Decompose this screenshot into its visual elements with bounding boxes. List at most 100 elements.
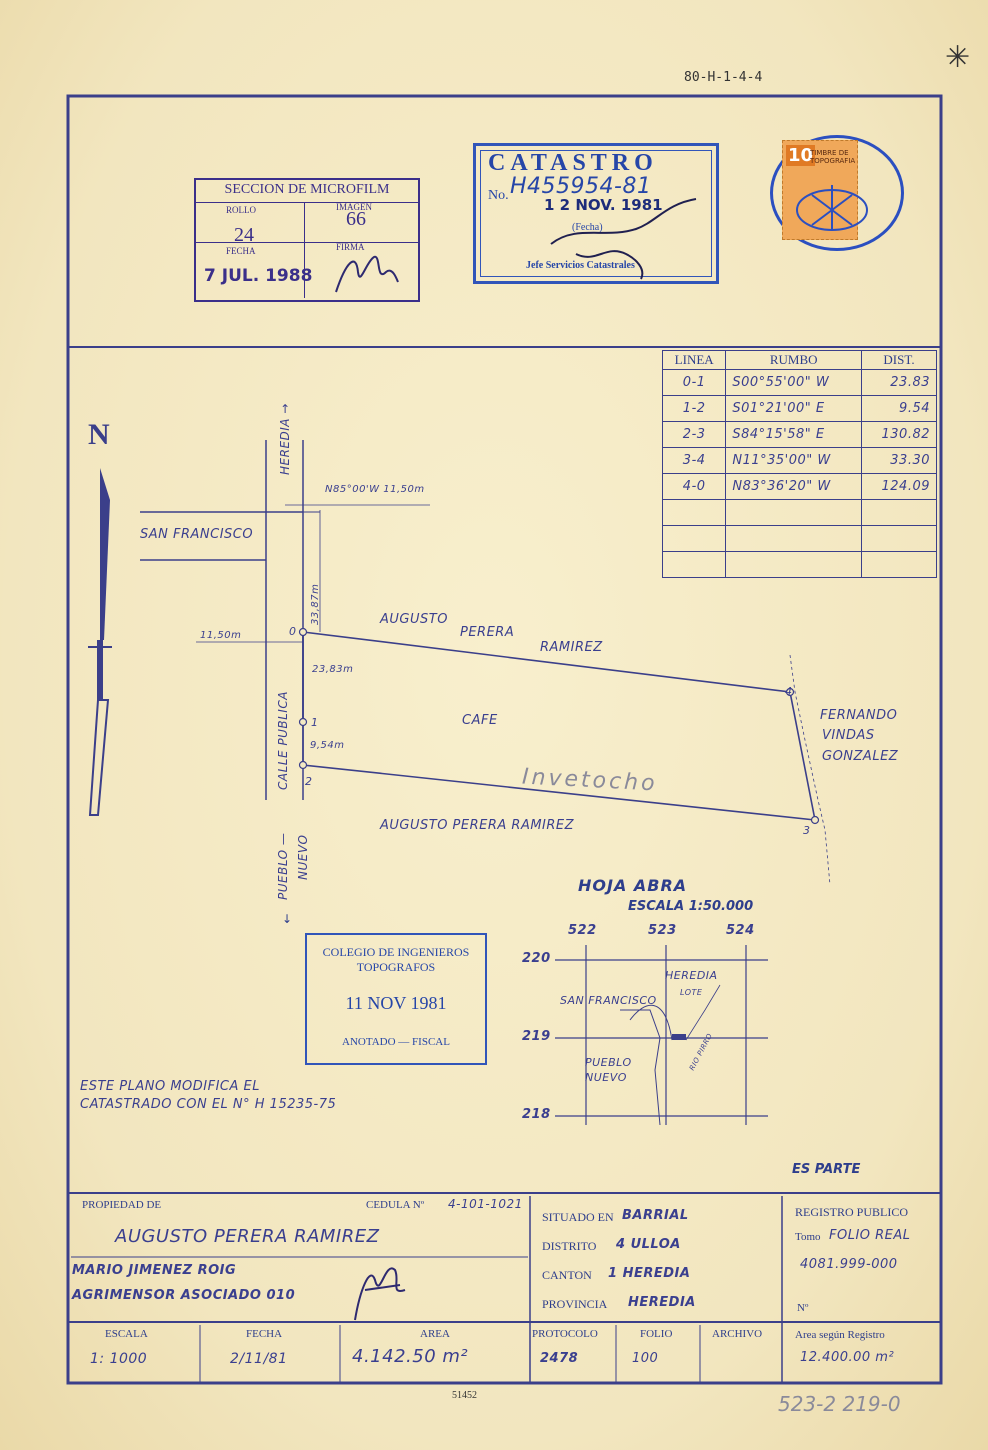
neighbor-east-2: VINDAS: [822, 728, 875, 743]
hoja-x-tick: 524: [726, 923, 755, 938]
hoja-san-francisco: SAN FRANCISCO: [560, 994, 657, 1007]
tomo-value: FOLIO REAL: [829, 1228, 911, 1243]
bearing-value: [725, 525, 863, 552]
owner-north-1: AUGUSTO: [380, 612, 448, 627]
pencil-grid-ref: 523-2 219-0: [778, 1392, 901, 1416]
catastro-date: 1 2 NOV. 1981: [544, 196, 663, 214]
timbre-text: TIMBRE DE TOPOGRAFIA: [810, 149, 856, 165]
hoja-y-tick: 220: [522, 951, 551, 966]
note-line-1: ESTE PLANO MODIFICA EL: [80, 1079, 260, 1094]
distrito-value: 4 ULLOA: [616, 1237, 681, 1252]
archivo-label: ARCHIVO: [712, 1328, 763, 1340]
registro-label: REGISTRO PUBLICO: [795, 1205, 909, 1219]
folio-value: 100: [632, 1351, 659, 1366]
colegio-line2: TOPOGRAFOS: [356, 960, 436, 974]
table-row: 1-2 S01°21'00" E 9.54: [661, 395, 937, 422]
fecha-label: FECHA: [226, 246, 256, 256]
hoja-heredia: HEREDIA: [665, 969, 718, 982]
canton-value: 1 HEREDIA: [608, 1266, 691, 1281]
protocolo-value: 2478: [540, 1351, 579, 1366]
firma-label: FIRMA: [336, 242, 365, 252]
bearing-line: 0-1: [661, 369, 727, 396]
point-4: 4: [785, 685, 793, 698]
colegio-line1: COLEGIO DE INGENIEROS: [322, 945, 470, 959]
microfilm-title: SECCION DE MICROFILM: [224, 182, 390, 197]
bearing-line: [661, 525, 727, 552]
catastro-signature: [550, 198, 697, 280]
bearing-distance: [861, 525, 937, 552]
bearing-value: N11°35'00" W: [725, 447, 863, 474]
canton-label: CANTON: [542, 1268, 592, 1282]
distance-1-2: 9,54m: [310, 740, 345, 751]
plan-modification-note: ESTE PLANO MODIFICA EL CATASTRADO CON EL…: [80, 1078, 336, 1114]
distrito-label: DISTRITO: [542, 1239, 597, 1253]
bearing-line: 2-3: [661, 421, 727, 448]
cedula-label: CEDULA Nº: [366, 1199, 425, 1211]
rollo-value: 24: [234, 224, 254, 246]
footer-number: 51452: [452, 1390, 477, 1401]
point-0: 0: [289, 625, 297, 638]
table-row: [661, 499, 937, 526]
timbre-stamp: 10 TIMBRE DE TOPOGRAFIA: [770, 135, 904, 251]
bearing-table-header: RUMBO: [725, 350, 863, 370]
colegio-stamp: COLEGIO DE INGENIEROS TOPOGRAFOS 11 NOV …: [305, 933, 487, 1065]
table-row: 3-4 N11°35'00" W 33.30: [661, 447, 937, 474]
bearing-value: [725, 499, 863, 526]
bearing-line: 1-2: [661, 395, 727, 422]
hoja-lote: LOTE: [680, 988, 703, 997]
point-2: 2: [305, 775, 313, 788]
bearing-distance: 9.54: [861, 395, 937, 422]
microfilm-stamp: SECCION DE MICROFILM ROLLO IMAGEN 66 24 …: [194, 178, 420, 302]
san-francisco-label: SAN FRANCISCO: [140, 527, 254, 542]
area-registro-value: 12.400.00 m²: [800, 1350, 895, 1365]
catastro-number: H455954-81: [510, 174, 652, 199]
colegio-date: 11 NOV 1981: [345, 993, 447, 1013]
nuevo-label: NUEVO: [296, 834, 310, 881]
bearing-value: S84°15'58" E: [725, 421, 863, 448]
hoja-title: HOJA ABRA: [578, 876, 688, 895]
imagen-value: 66: [346, 208, 366, 230]
fecha-value-title: 2/11/81: [230, 1351, 288, 1367]
heredia-street-label: HEREDIA →: [278, 403, 292, 475]
note-line-2: CATASTRADO CON EL N° H 15235-75: [80, 1097, 337, 1112]
bearing-line: [661, 551, 727, 578]
surveyor-name: MARIO JIMENEZ ROIG: [72, 1263, 237, 1278]
pueblo-label: PUEBLO —: [276, 832, 290, 900]
corner-asterisk: ✳: [945, 40, 971, 75]
situado-value: BARRIAL: [622, 1208, 689, 1223]
folio-label: FOLIO: [640, 1328, 673, 1340]
surveyor-signature: [354, 1267, 406, 1321]
catastro-footer: Jefe Servicios Catastrales: [526, 260, 635, 271]
provincia-value: HEREDIA: [628, 1295, 696, 1310]
area-registro-label: Area según Registro: [795, 1329, 885, 1341]
bearing-value: S00°55'00" W: [725, 369, 863, 396]
fecha-value: 7 JUL. 1988: [204, 266, 313, 286]
neighbor-east-1: FERNANDO: [820, 708, 898, 723]
bearing-table-header: LINEA: [661, 350, 727, 370]
catastro-fecha-label: (Fecha): [572, 222, 603, 233]
catastro-no-label: No.: [488, 188, 509, 203]
catastro-title: CATASTRO: [488, 150, 658, 176]
protocolo-label: PROTOCOLO: [532, 1328, 598, 1340]
bearing-distance: [861, 551, 937, 578]
hoja-y-tick: 218: [522, 1107, 551, 1122]
bearing-value: [725, 551, 863, 578]
hoja-x-tick: 523: [648, 923, 677, 938]
north-label: N: [88, 418, 110, 451]
escala-label: ESCALA: [105, 1328, 148, 1340]
colegio-footer: ANOTADO — FISCAL: [342, 1036, 450, 1048]
bearing-distance: [861, 499, 937, 526]
escala-value: 1: 1000: [90, 1351, 148, 1367]
bearing-line: 3-4: [661, 447, 727, 474]
table-row: [661, 525, 937, 552]
cedula-value: 4-101-1021: [448, 1197, 523, 1211]
imagen-label: IMAGEN: [336, 202, 372, 212]
calle-publica-label: CALLE PUBLICA: [276, 691, 290, 790]
surveyor-title: AGRIMENSOR ASOCIADO 010: [72, 1288, 296, 1303]
table-row: [661, 551, 937, 578]
situado-label: SITUADO EN: [542, 1210, 614, 1224]
es-parte-label: ES PARTE: [792, 1162, 861, 1177]
propiedad-label: PROPIEDAD DE: [82, 1199, 162, 1211]
